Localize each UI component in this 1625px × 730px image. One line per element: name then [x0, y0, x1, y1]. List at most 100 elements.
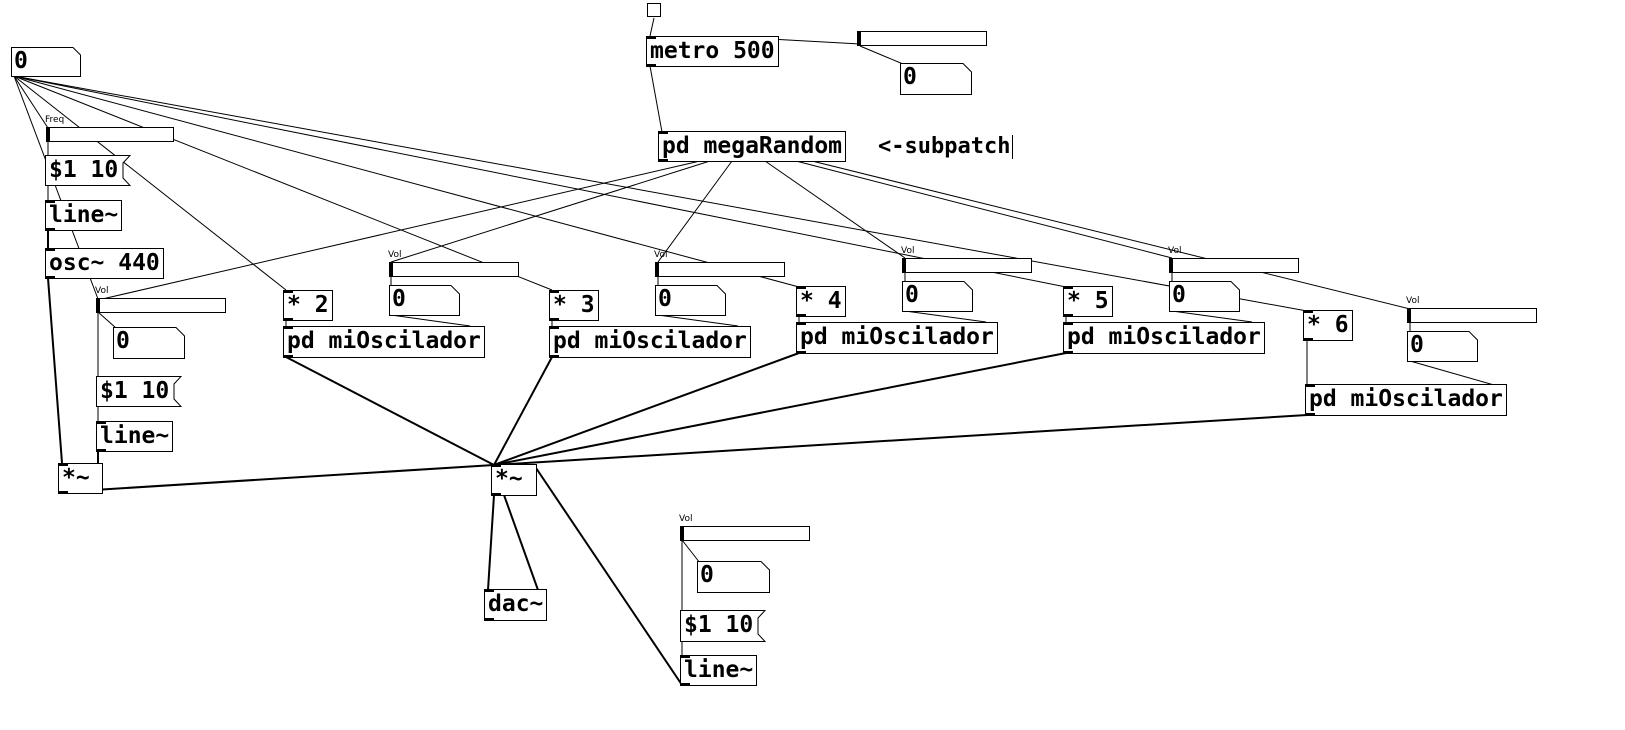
- oscillator-subpatch-4[interactable]: pd miOscilador: [796, 322, 998, 354]
- slider-knob[interactable]: [681, 527, 684, 540]
- freq-slider-label: Freq: [45, 115, 65, 125]
- slider-knob[interactable]: [97, 299, 100, 312]
- slider-knob[interactable]: [47, 128, 50, 141]
- patch-cord: [533, 464, 683, 686]
- output-ramp-message[interactable]: $1 10: [680, 610, 767, 642]
- freq-slider[interactable]: Freq: [45, 115, 174, 142]
- patch-cord: [649, 17, 655, 37]
- multiply-2-object[interactable]: * 2: [283, 290, 333, 321]
- patch-cord: [1409, 360, 1495, 386]
- oscillator-subpatch-3[interactable]: pd miOscilador: [549, 326, 751, 358]
- patch-cord: [681, 539, 701, 564]
- freq-ramp-message[interactable]: $1 10: [45, 155, 132, 186]
- patch-cord: [811, 160, 1411, 310]
- master-number-value: 0: [14, 48, 28, 74]
- metro-rate-slider[interactable]: [857, 31, 987, 46]
- comment-text: <-subpatch: [878, 134, 1011, 159]
- patch-cord: [649, 65, 663, 133]
- patch-cord: [859, 45, 904, 65]
- multiply-5-object[interactable]: * 5: [1063, 286, 1113, 317]
- patch-cord: [97, 311, 117, 329]
- vol-slider-output[interactable]: Vol: [679, 514, 810, 541]
- vol-number-value: 0: [905, 282, 919, 308]
- oscillator-subpatch-6[interactable]: pd miOscilador: [1305, 384, 1507, 416]
- patch-cord: [764, 160, 906, 259]
- slider-knob[interactable]: [903, 259, 906, 272]
- message-flag-icon: [754, 610, 767, 642]
- freq-line-object[interactable]: line~: [45, 200, 123, 231]
- dac-object[interactable]: dac~: [484, 589, 548, 621]
- slider-knob[interactable]: [656, 263, 659, 276]
- multiply-6-object[interactable]: * 6: [1303, 310, 1353, 341]
- vol-slider-label: Vol: [679, 514, 693, 524]
- vol-number-value: 0: [1172, 282, 1186, 308]
- vol-slider-label: Vol: [388, 250, 402, 260]
- patch-cord: [285, 356, 495, 466]
- vol-slider-6[interactable]: Vol: [1406, 296, 1537, 323]
- vol-slider-4[interactable]: Vol: [901, 246, 1032, 273]
- oscillator-subpatch-2[interactable]: pd miOscilador: [283, 326, 485, 358]
- metro-object[interactable]: metro 500: [646, 36, 779, 67]
- master-number-box[interactable]: 0: [11, 47, 81, 77]
- multiply-4-object[interactable]: * 4: [796, 286, 846, 317]
- vol-number-box-3[interactable]: 0: [655, 285, 726, 316]
- patch-cord: [13, 75, 1308, 312]
- patch-cord: [13, 75, 287, 291]
- oscillator-object[interactable]: osc~ 440: [45, 248, 164, 279]
- metro-number-value: 0: [903, 64, 917, 90]
- patch-cord: [390, 314, 471, 327]
- metro-number-box[interactable]: 0: [900, 63, 972, 95]
- vol-slider-label: Vol: [1168, 246, 1182, 256]
- vol-slider-label: Vol: [654, 250, 668, 260]
- patch-cord: [493, 352, 800, 466]
- oscillator-subpatch-5[interactable]: pd miOscilador: [1063, 322, 1265, 354]
- vol-ramp-message[interactable]: $1 10: [96, 376, 183, 407]
- patch-cord: [61, 464, 495, 493]
- patch-cord: [769, 38, 861, 45]
- multiply-3-object[interactable]: * 3: [549, 290, 599, 321]
- megarandom-subpatch[interactable]: pd megaRandom: [658, 131, 847, 162]
- output-line-object[interactable]: line~: [680, 655, 758, 686]
- vol-slider-left[interactable]: Vol: [95, 286, 226, 313]
- vol-number-value: 0: [116, 328, 130, 354]
- vol-number-box-4[interactable]: 0: [902, 281, 973, 312]
- slider-knob[interactable]: [1408, 309, 1411, 322]
- master-multiply-object[interactable]: *~: [491, 464, 537, 496]
- vol-number-box-2[interactable]: 0: [389, 285, 460, 316]
- message-flag-icon: [119, 155, 132, 186]
- vol-line-object[interactable]: line~: [96, 421, 174, 452]
- patch-cord: [13, 75, 800, 288]
- vol-number-box-6[interactable]: 0: [1407, 331, 1478, 362]
- patch-cord: [13, 75, 553, 291]
- left-multiply-object[interactable]: *~: [58, 463, 103, 494]
- patch-cord: [657, 314, 739, 327]
- vol-slider-3[interactable]: Vol: [654, 250, 785, 277]
- text-cursor: [1012, 135, 1014, 159]
- vol-number-value: 0: [658, 286, 672, 312]
- slider-knob[interactable]: [858, 32, 861, 45]
- patch-cord: [493, 352, 1067, 466]
- patch-cord: [487, 494, 495, 591]
- patch-cord: [493, 356, 553, 466]
- freq-ramp-text: $1 10: [49, 157, 119, 183]
- vol-slider-2[interactable]: Vol: [388, 250, 519, 277]
- vol-slider-label: Vol: [901, 246, 915, 256]
- patch-cord: [13, 75, 49, 129]
- vol-number-box-output[interactable]: 0: [697, 561, 770, 593]
- vol-slider-label: Vol: [95, 286, 109, 296]
- slider-knob[interactable]: [1170, 259, 1173, 272]
- vol-ramp-text: $1 10: [100, 378, 170, 404]
- vol-slider-label: Vol: [1406, 296, 1420, 306]
- vol-number-box-5[interactable]: 0: [1169, 281, 1240, 312]
- vol-number-value: 0: [392, 286, 406, 312]
- bang-button[interactable]: [647, 3, 661, 17]
- slider-knob[interactable]: [390, 263, 393, 276]
- vol-number-box-left[interactable]: 0: [113, 327, 185, 359]
- patch-cord: [795, 160, 1173, 259]
- patch-cord: [657, 160, 733, 263]
- vol-slider-5[interactable]: Vol: [1168, 246, 1299, 273]
- patch-cord: [904, 310, 987, 323]
- patch-cord: [97, 160, 701, 301]
